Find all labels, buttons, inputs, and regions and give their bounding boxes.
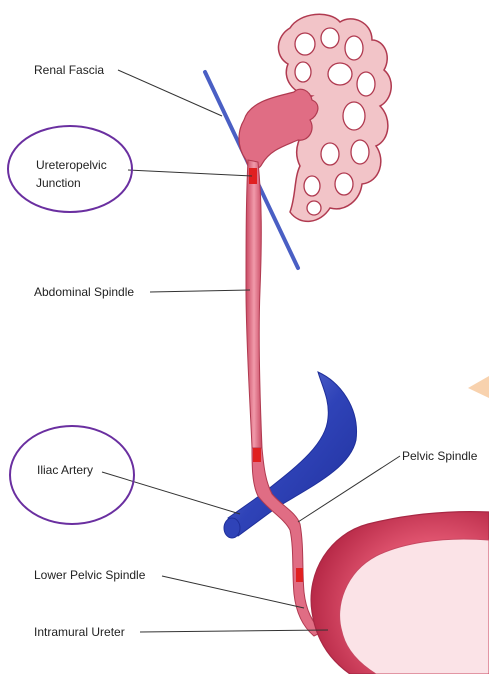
calyx — [328, 63, 352, 85]
label-ureteropelvic: Ureteropelvic — [36, 158, 107, 172]
leader-iliac-artery — [102, 472, 240, 514]
leader-abdominal-spindle — [150, 290, 250, 292]
leader-ureteropelvic — [128, 170, 252, 176]
leader-lower-pelvic-spindle — [162, 576, 304, 608]
spindle-mark — [253, 448, 261, 462]
calyx — [345, 36, 363, 60]
calyx — [295, 62, 311, 82]
label-abdominal-spindle: Abdominal Spindle — [34, 285, 134, 299]
calyx — [304, 176, 320, 196]
iliac-artery-end — [224, 518, 240, 538]
label-intramural-ureter: Intramural Ureter — [34, 625, 125, 639]
bladder-illustration — [311, 512, 489, 674]
label-lower-pelvic-spindle: Lower Pelvic Spindle — [34, 568, 145, 582]
calyx — [343, 102, 365, 130]
ureter-upper — [246, 160, 262, 448]
label-iliac-artery: Iliac Artery — [37, 463, 93, 477]
label-pelvic-spindle: Pelvic Spindle — [402, 449, 477, 463]
leader-intramural-ureter — [140, 630, 328, 632]
label-renal-fascia: Renal Fascia — [34, 63, 104, 77]
calyx — [351, 140, 369, 164]
orange-arrow-mark — [468, 376, 489, 398]
calyx — [335, 173, 353, 195]
calyx — [307, 201, 321, 215]
calyx — [295, 33, 315, 55]
label-junction: Junction — [36, 176, 81, 190]
calyx — [357, 72, 375, 96]
spindle-mark — [296, 568, 303, 582]
calyx — [321, 28, 339, 48]
calyx — [321, 143, 339, 165]
iliac-artery-shape — [228, 372, 357, 536]
